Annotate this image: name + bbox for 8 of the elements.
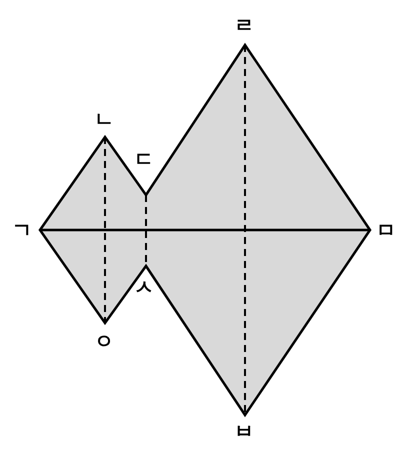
point-label: ㅇ xyxy=(94,330,114,352)
point-label: ㄴ xyxy=(94,108,114,130)
point-label: ㅁ xyxy=(376,219,396,241)
point-label: ㄱ xyxy=(12,219,32,241)
point-label: ㅂ xyxy=(234,420,254,442)
point-label: ㅅ xyxy=(134,276,154,298)
point-label: ㄹ xyxy=(234,14,254,36)
point-label: ㄷ xyxy=(134,148,154,170)
